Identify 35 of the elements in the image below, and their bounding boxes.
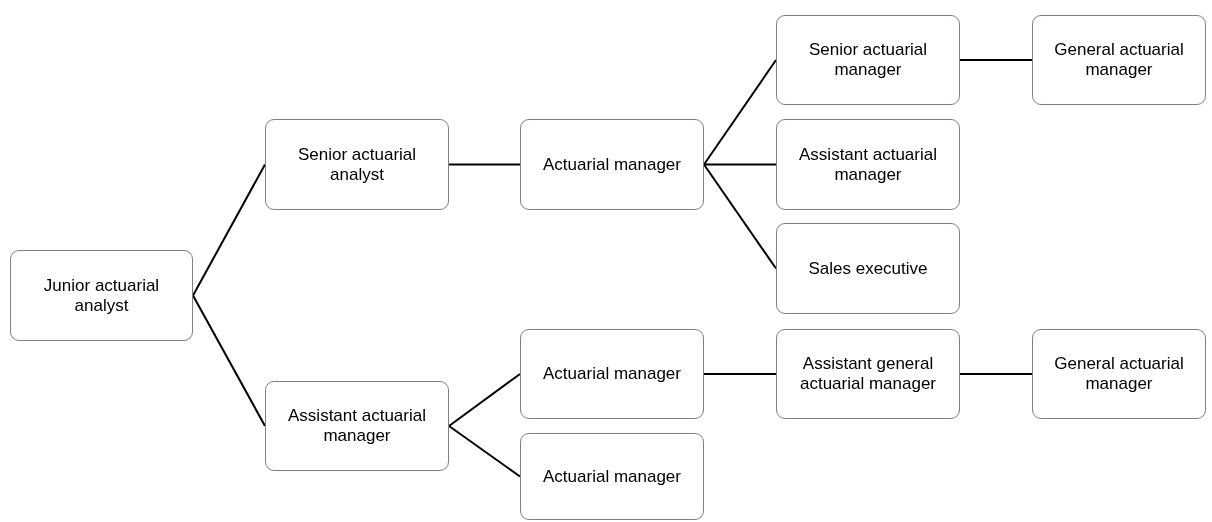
connector-line	[703, 163, 777, 270]
role-title: General actuarial manager	[1053, 354, 1185, 394]
role-box	[776, 329, 960, 419]
role-box	[776, 15, 960, 105]
role-title: Assistant actuarial manager	[798, 144, 938, 185]
role-title: Sales executive	[808, 258, 928, 279]
role-box	[265, 119, 449, 210]
role-title: General actuarial manager	[1053, 40, 1185, 80]
role-box	[10, 250, 193, 341]
role-box	[265, 381, 449, 471]
role-title: Senior actuarial manager	[807, 40, 929, 80]
role-title: Actuarial manager	[543, 466, 681, 487]
role-box	[520, 329, 704, 419]
role-title: Actuarial manager	[543, 154, 681, 175]
role-box	[1032, 329, 1206, 419]
role-box	[520, 119, 704, 210]
connector-line	[192, 294, 266, 427]
role-title: Senior actuarial analyst	[296, 144, 418, 185]
connector-line	[192, 163, 266, 297]
role-title: Assistant actuarial manager	[287, 406, 427, 446]
connector-line	[703, 163, 777, 166]
role-title: Assistant general actuarial manager	[798, 354, 938, 394]
connector-line	[448, 373, 521, 427]
role-title: Actuarial manager	[543, 364, 681, 384]
role-box	[776, 119, 960, 210]
connector-line	[959, 373, 1033, 375]
connector-line	[703, 373, 777, 375]
connector-line	[959, 59, 1033, 61]
connector-line	[448, 163, 521, 166]
role-box	[1032, 15, 1206, 105]
role-title: Junior actuarial analyst	[42, 275, 161, 316]
connector-line	[448, 425, 521, 478]
connector-line	[703, 59, 777, 166]
role-box	[520, 433, 704, 520]
role-box	[776, 223, 960, 314]
